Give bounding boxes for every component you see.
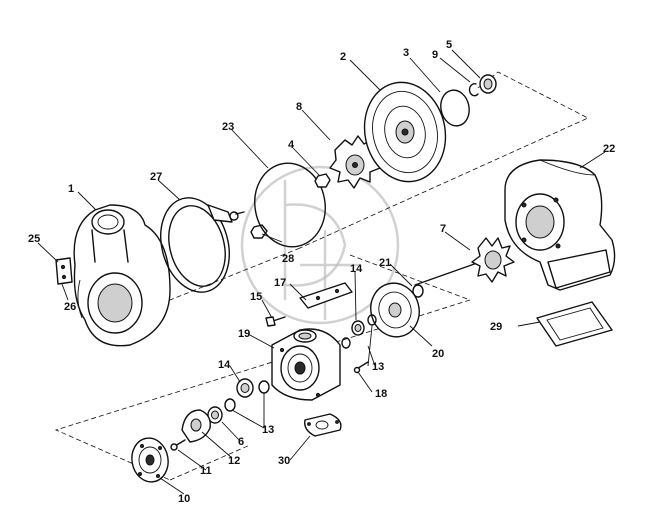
part-thrust-bearing [181,409,211,443]
callout-11: 11 [200,465,212,477]
part-plate [299,282,353,309]
part-turbine-housing [504,159,616,291]
callout-28: 28 [282,253,294,265]
part-locknut [314,173,331,188]
part-bolt [265,316,286,327]
callout-13-lower: 13 [262,424,274,436]
part-screw [170,439,186,451]
callout-25: 25 [28,233,40,245]
part-snap-ring [468,83,479,97]
leader-lines [37,49,606,495]
callout-13-upper: 13 [372,361,384,373]
part-retaining-ring [440,89,470,127]
callout-30: 30 [278,455,290,467]
callout-29: 29 [490,321,502,333]
part-heat-shield [370,282,420,338]
callout-labels: 1 2 3 4 5 6 7 8 9 10 11 12 13 13 14 14 1… [28,39,615,505]
callout-23: 23 [222,121,234,133]
callout-27: 27 [150,171,162,183]
part-turbine-shaft-wheel [414,237,515,286]
callout-17: 17 [274,277,286,289]
callout-18: 18 [375,388,387,400]
part-compressor-housing [73,204,171,347]
part-compressor-wheel [329,135,381,189]
watermark-logo [240,165,400,325]
part-backplate [363,81,447,183]
part-piston-ring [412,284,424,298]
part-snap-ring-upper [341,314,377,349]
callout-5: 5 [446,39,452,51]
callout-22: 22 [603,143,615,155]
callout-12: 12 [228,455,240,467]
callout-4: 4 [288,139,295,151]
part-bearing [351,320,365,336]
part-journal-bearing [236,378,254,398]
callout-20: 20 [432,348,444,360]
callout-14-upper: 14 [350,263,363,275]
callout-1: 1 [68,183,74,195]
part-stud [353,361,369,374]
callout-19: 19 [238,328,250,340]
part-exhaust-gasket [536,301,613,347]
callout-21: 21 [379,257,391,269]
callout-9: 9 [432,49,438,61]
part-o-ring [254,162,326,248]
callout-7: 7 [440,223,446,235]
part-bracket [55,257,73,285]
callout-3: 3 [403,47,409,59]
callout-14-lower: 14 [218,359,231,371]
part-center-housing [271,328,341,401]
callout-15: 15 [250,291,262,303]
part-insert-flange [131,437,169,483]
part-seal [479,74,497,94]
callout-2: 2 [340,51,346,63]
callout-8: 8 [296,101,302,113]
part-oil-drain-gasket [304,413,342,437]
part-v-band-clamp [160,197,245,293]
callout-26: 26 [64,301,76,313]
callout-6: 6 [238,436,244,448]
callout-10: 10 [178,493,190,505]
